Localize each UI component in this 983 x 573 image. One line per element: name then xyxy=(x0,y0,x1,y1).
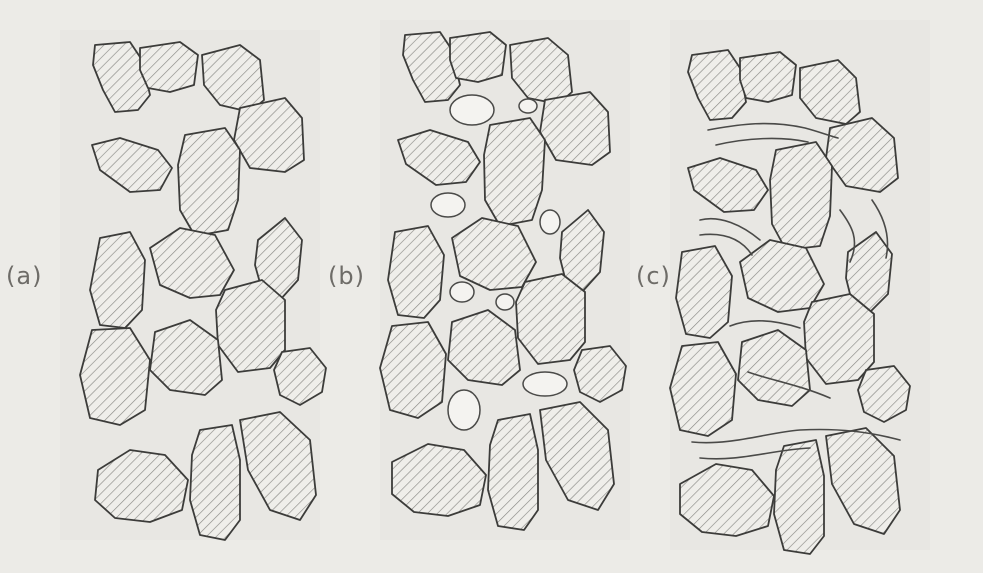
panel-label-b: (b) xyxy=(328,262,365,290)
panel-label-c: (c) xyxy=(636,262,671,290)
panel-label-a: (a) xyxy=(6,262,42,290)
